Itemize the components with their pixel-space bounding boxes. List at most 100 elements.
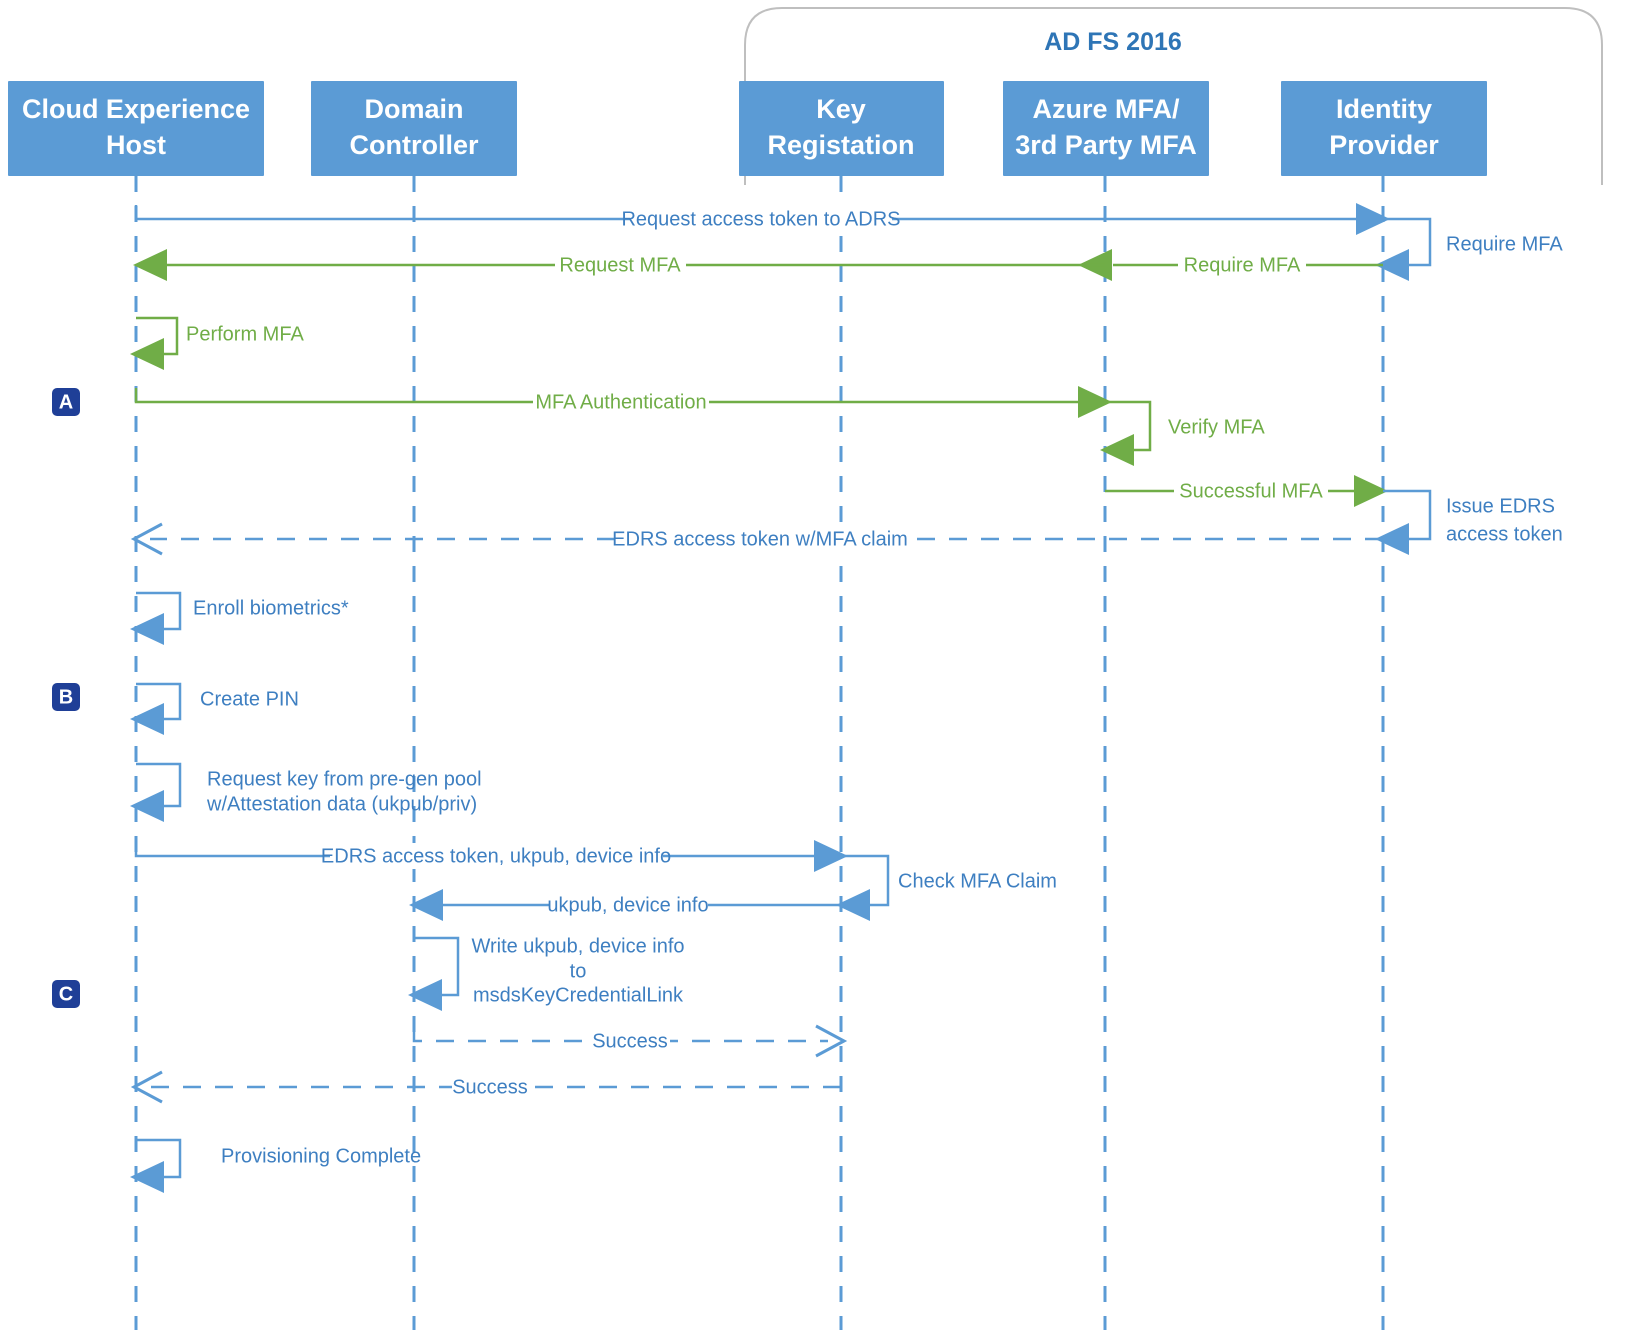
arrowhead-m11	[130, 613, 164, 645]
msg-line-m17	[414, 936, 460, 997]
msg-line-m5	[136, 316, 179, 356]
msg-label-m14: EDRS access token, ukpub, device info	[321, 845, 671, 867]
phase-badge-label-c: C	[59, 983, 73, 1005]
message-success-kr-to-ceh: Success	[130, 1070, 841, 1104]
msg-label-m13-line2: w/Attestation data (ukpub/priv)	[206, 793, 477, 815]
participant-azure-mfa[interactable]: Azure MFA/ 3rd Party MFA	[1003, 81, 1209, 176]
msg-line-m11	[136, 591, 182, 631]
msg-label-m17-line1: Write ukpub, device info	[471, 935, 684, 957]
label-bg-m4	[555, 252, 686, 278]
participant-label-idp-line1: Identity	[1336, 94, 1432, 124]
participant-key-registation[interactable]: Key Registation	[739, 81, 944, 176]
participant-label-ceh-line2: Host	[106, 130, 166, 160]
message-require-mfa-self: Require MFA	[1375, 217, 1563, 281]
phase-badge-rect-b	[52, 683, 80, 711]
message-require-mfa: Require MFA	[1078, 249, 1383, 281]
message-provisioning-complete-self: Provisioning Complete	[130, 1138, 421, 1193]
msg-label-m15: Check MFA Claim	[898, 870, 1057, 892]
participant-cloud-experience-host[interactable]: Cloud Experience Host	[8, 81, 264, 176]
msg-line-m9	[1383, 489, 1432, 541]
msg-label-m3: Require MFA	[1184, 254, 1301, 276]
arrowhead-m18	[815, 1024, 848, 1058]
arrowhead-m16	[409, 889, 443, 921]
message-issue-edrs-access-token-self: Issue EDRS access token	[1375, 489, 1563, 555]
msg-label-m2: Require MFA	[1446, 233, 1563, 255]
arrowhead-m17	[408, 979, 442, 1011]
participant-box-rect-kr	[739, 81, 944, 176]
adfs-group-frame	[744, 7, 1603, 185]
msg-label-m6: MFA Authentication	[535, 391, 706, 413]
label-bg-m14	[330, 843, 663, 869]
participant-identity-provider[interactable]: Identity Provider	[1281, 81, 1487, 176]
arrowhead-m15	[836, 889, 870, 921]
msg-label-m5: Perform MFA	[186, 323, 304, 345]
label-bg-m3	[1178, 252, 1306, 278]
msg-label-m20: Provisioning Complete	[221, 1145, 421, 1167]
participant-box-rect-mfa	[1003, 81, 1209, 176]
participant-label-idp-line2: Provider	[1329, 130, 1439, 160]
message-enroll-biometrics-self: Enroll biometrics*	[130, 591, 349, 645]
message-perform-mfa-self: Perform MFA	[130, 316, 304, 370]
msg-line-m7	[1105, 400, 1152, 452]
message-verify-mfa-self: Verify MFA	[1100, 400, 1265, 466]
message-request-key-pregen-pool-self: Request key from pre-gen pool w/Attestat…	[130, 762, 482, 822]
participant-label-kr-line1: Key	[816, 94, 866, 124]
message-successful-mfa: Successful MFA	[1105, 475, 1388, 507]
message-check-mfa-claim-self: Check MFA Claim	[836, 854, 1057, 921]
phase-badge-a: A	[52, 388, 80, 416]
msg-line-m18	[412, 1031, 828, 1043]
phase-badge-label-a: A	[59, 391, 73, 413]
msg-label-m18: Success	[592, 1030, 668, 1052]
arrowhead-m12	[130, 703, 164, 735]
msg-label-m7: Verify MFA	[1168, 416, 1265, 438]
participant-box-rect-idp	[1281, 81, 1487, 176]
message-request-mfa: Request MFA	[133, 249, 1105, 281]
phase-badge-label-b: B	[59, 686, 73, 708]
msg-line-m2	[1383, 217, 1432, 267]
message-write-ukpub-msds-self: Write ukpub, device info to msdsKeyCrede…	[408, 935, 685, 1011]
label-bg-m8	[1174, 478, 1328, 504]
msg-label-m19: Success	[452, 1076, 528, 1098]
msg-line-m6	[134, 388, 1083, 404]
msg-label-m13-line1: Request key from pre-gen pool	[207, 768, 482, 790]
msg-label-m8: Successful MFA	[1179, 480, 1323, 502]
adfs-group-title: AD FS 2016	[1044, 28, 1182, 56]
label-bg-m19	[452, 1074, 530, 1100]
message-mfa-authentication: MFA Authentication	[134, 386, 1112, 418]
msg-line-m20	[136, 1138, 182, 1179]
label-bg-m10	[617, 526, 903, 552]
arrowhead-m2	[1375, 249, 1409, 281]
msg-line-m13	[136, 762, 182, 808]
arrowhead-m5	[130, 338, 164, 370]
msg-line-m12	[136, 682, 182, 721]
msg-label-m4: Request MFA	[559, 254, 681, 276]
msg-label-m1: Request access token to ADRS	[621, 208, 900, 230]
arrowhead-m4	[133, 249, 167, 281]
msg-label-m9-line1: Issue EDRS	[1446, 495, 1555, 517]
participant-label-kr-line2: Registation	[767, 130, 914, 160]
message-ukpub-device-info: ukpub, device info	[409, 889, 841, 921]
phase-badge-rect-a	[52, 388, 80, 416]
msg-line-m15	[841, 854, 890, 907]
arrowhead-m1	[1356, 203, 1390, 235]
arrowhead-m19	[130, 1070, 163, 1104]
participant-label-dc-line1: Domain	[364, 94, 463, 124]
msg-label-m10: EDRS access token w/MFA claim	[612, 528, 908, 550]
msg-label-m17-line2: to	[570, 960, 587, 982]
arrowhead-m13	[130, 790, 164, 822]
participant-domain-controller[interactable]: Domain Controller	[311, 81, 517, 176]
label-bg-m6	[533, 389, 709, 415]
message-create-pin-self: Create PIN	[130, 682, 299, 735]
participant-label-mfa-line1: Azure MFA/	[1032, 94, 1180, 124]
msg-label-m11: Enroll biometrics*	[193, 597, 349, 619]
phase-badge-b: B	[52, 683, 80, 711]
participant-label-dc-line2: Controller	[349, 130, 478, 160]
phase-badge-rect-c	[52, 980, 80, 1008]
arrowhead-m7	[1100, 434, 1134, 466]
label-bg-m18	[592, 1028, 670, 1054]
participant-box-rect-dc	[311, 81, 517, 176]
arrowhead-m10	[130, 522, 163, 556]
msg-label-m12: Create PIN	[200, 688, 299, 710]
